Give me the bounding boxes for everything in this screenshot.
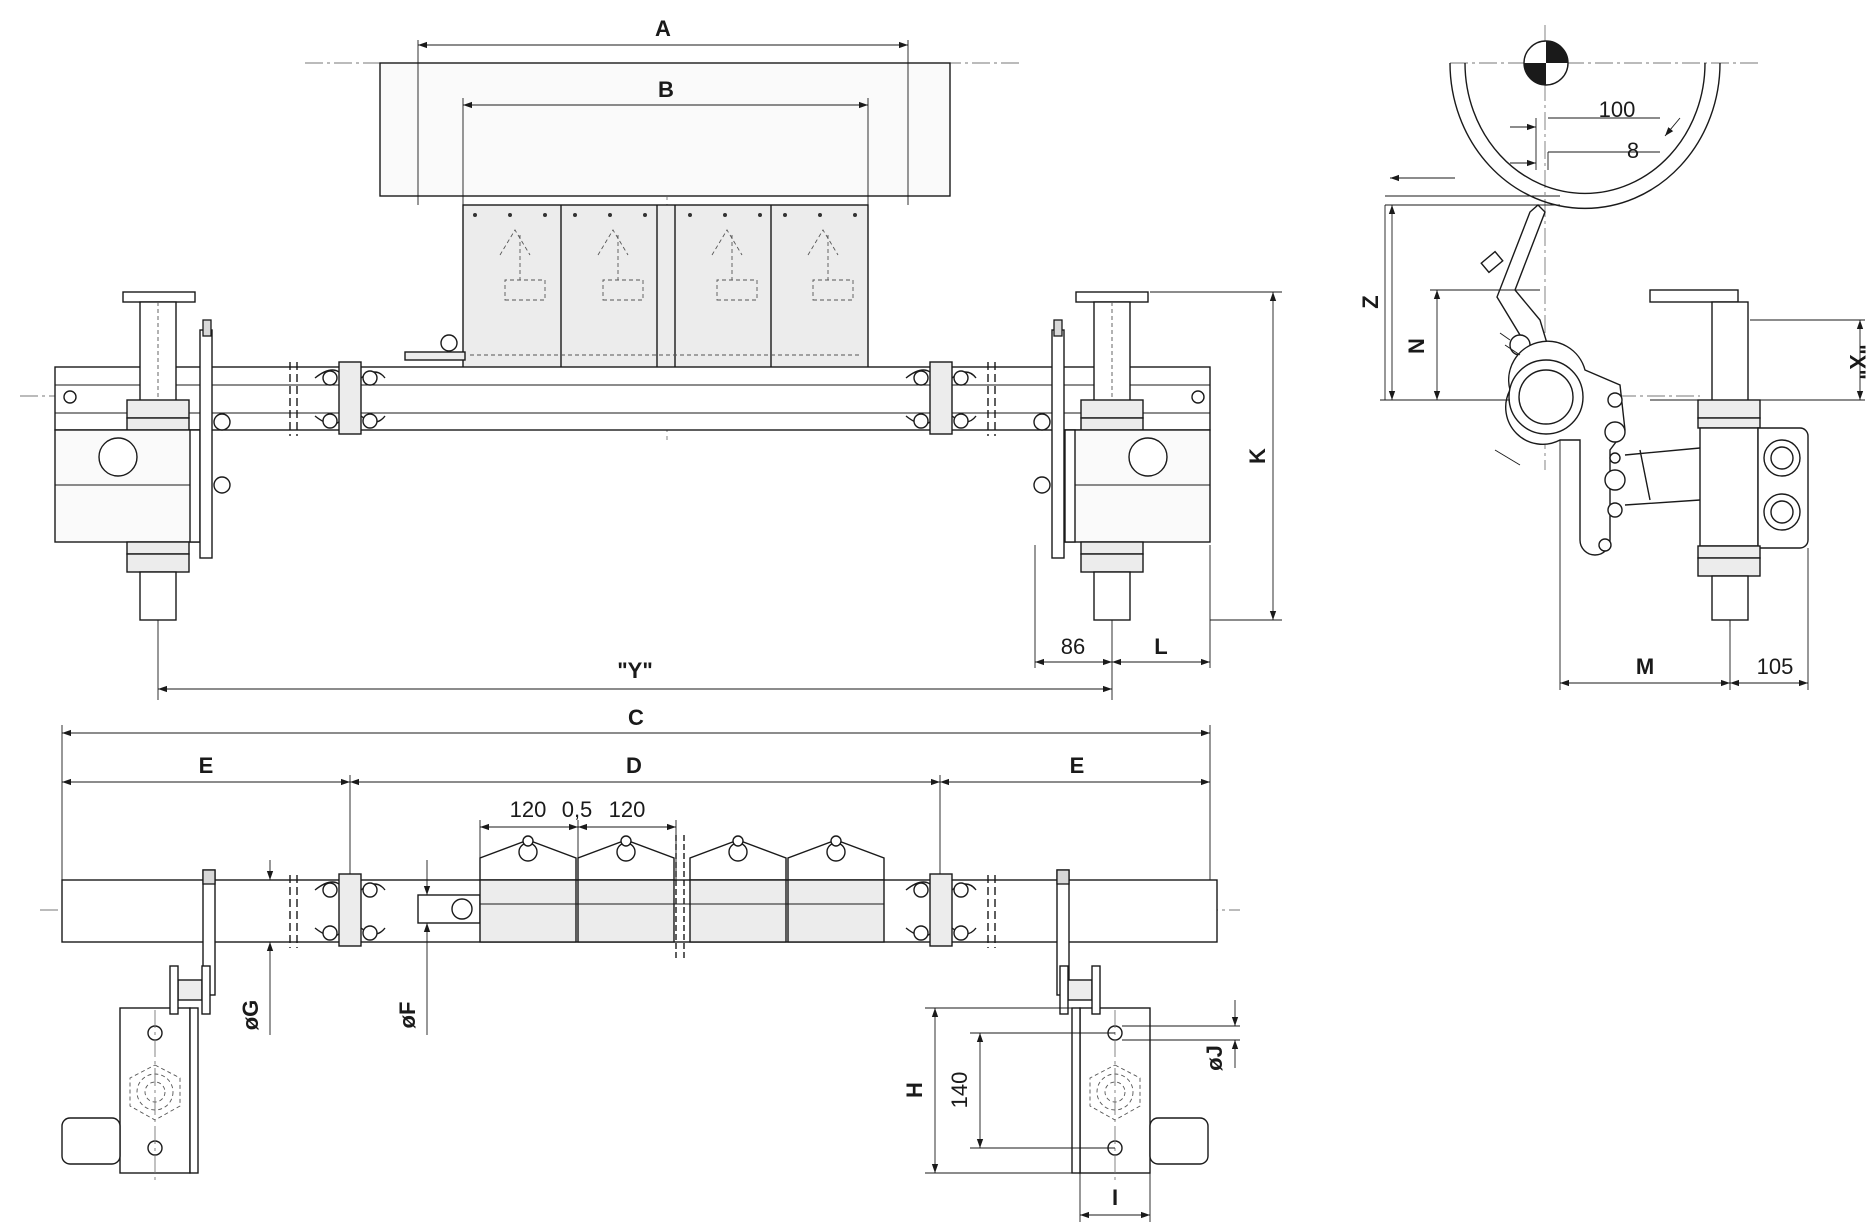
dim-label-C: C (628, 705, 644, 730)
dim-label-140: 140 (947, 1072, 972, 1109)
front-view: A B K 86 L "Y" (20, 16, 1282, 700)
shaft-front (54, 361, 1211, 436)
scraper-blades (404, 204, 869, 374)
dim-label-Z: Z (1358, 295, 1383, 308)
dim-label-L: L (1154, 634, 1167, 659)
dim-label-86: 86 (1061, 634, 1085, 659)
dim-label-B: B (658, 77, 674, 102)
right-tensioner (1033, 291, 1211, 621)
pulley-center-mark-icon (1523, 40, 1569, 86)
dim-label-H: H (902, 1082, 927, 1098)
dim-label-105: 105 (1757, 654, 1794, 679)
dim-label-Y: "Y" (617, 658, 653, 683)
dim-label-N: N (1404, 338, 1429, 354)
hub-clamp (1494, 340, 1626, 556)
dim-label-120-b: 120 (609, 797, 646, 822)
dim-label-E-left: E (199, 753, 214, 778)
left-tensioner (54, 291, 231, 621)
dim-label-120-a: 120 (510, 797, 547, 822)
plan-view: C D E E 120 0,5 120 (40, 705, 1240, 1222)
dim-label-K: K (1245, 448, 1270, 464)
dim-label-I: I (1112, 1185, 1118, 1210)
dim-label-X: "X" (1845, 344, 1870, 380)
dim-label-A: A (655, 16, 671, 41)
dim-label-0-5: 0,5 (562, 797, 593, 822)
blade-mounts-plan (479, 835, 885, 943)
dim-label-F: øF (395, 1002, 420, 1029)
dim-label-8: 8 (1627, 138, 1639, 163)
dim-label-J: øJ (1202, 1045, 1227, 1071)
dim-label-G: øG (238, 1000, 263, 1031)
pulley-arc (1449, 62, 1721, 210)
pulley-outline (379, 62, 951, 197)
dim-label-E-right: E (1070, 753, 1085, 778)
side-view: 100 8 Z N "X" M 105 (1358, 25, 1870, 690)
dim-label-M: M (1636, 654, 1654, 679)
rotation-arrow (1664, 117, 1681, 137)
dim-label-100: 100 (1599, 97, 1636, 122)
dim-label-D: D (626, 753, 642, 778)
left-bracket-plan (61, 869, 216, 1180)
side-tensioner (1624, 289, 1809, 621)
